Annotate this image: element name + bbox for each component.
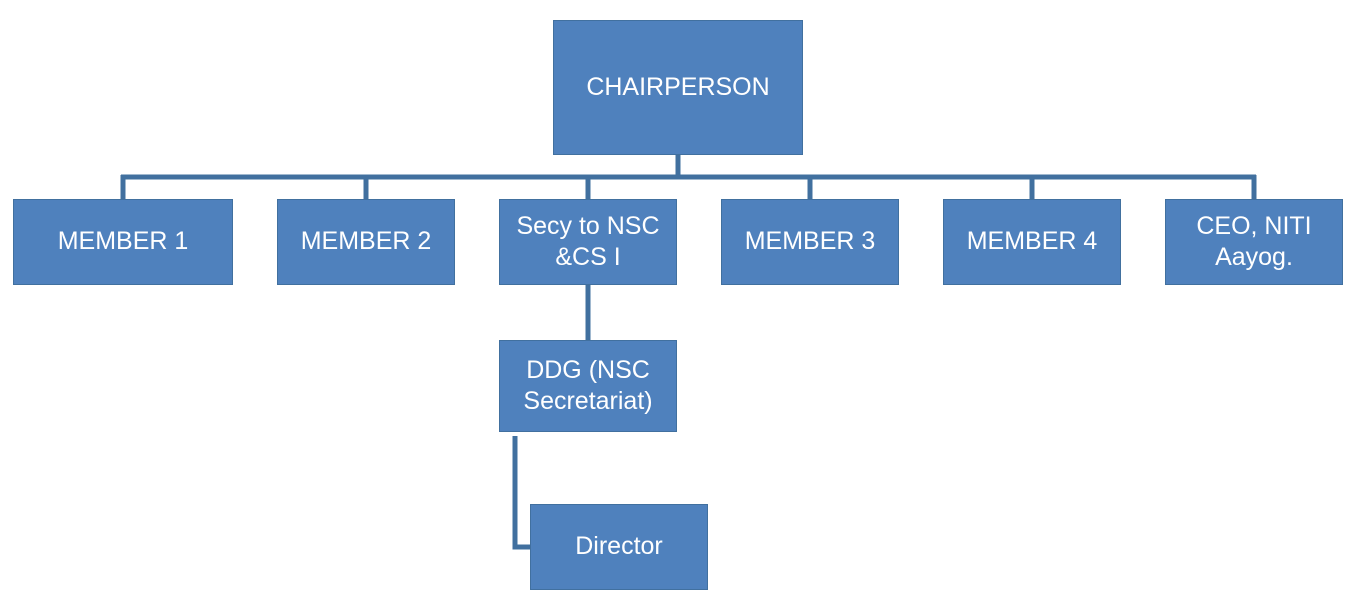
- member2-box: MEMBER 2: [277, 199, 455, 285]
- director-box: Director: [530, 504, 708, 590]
- ceo-box: CEO, NITI Aayog.: [1165, 199, 1343, 285]
- member2-label: MEMBER 2: [300, 227, 432, 256]
- ddg-box: DDG (NSC Secretariat): [499, 340, 677, 432]
- ddg-label: DDG (NSC Secretariat): [523, 355, 653, 415]
- chairperson-label: CHAIRPERSON: [586, 72, 770, 101]
- member1-label: MEMBER 1: [57, 227, 189, 256]
- member4-box: MEMBER 4: [943, 199, 1121, 285]
- chairperson-box: CHAIRPERSON: [553, 20, 803, 155]
- director-label: Director: [575, 532, 663, 561]
- ddg-to-director-line: [512, 436, 530, 550]
- member4-label: MEMBER 4: [966, 227, 1098, 256]
- member1-box: MEMBER 1: [13, 199, 233, 285]
- member3-box: MEMBER 3: [721, 199, 899, 285]
- ceo-label: CEO, NITI Aayog.: [1196, 211, 1312, 271]
- secy-box: Secy to NSC &CS I: [499, 199, 677, 285]
- member3-label: MEMBER 3: [744, 227, 876, 256]
- secy-label: Secy to NSC &CS I: [516, 211, 660, 271]
